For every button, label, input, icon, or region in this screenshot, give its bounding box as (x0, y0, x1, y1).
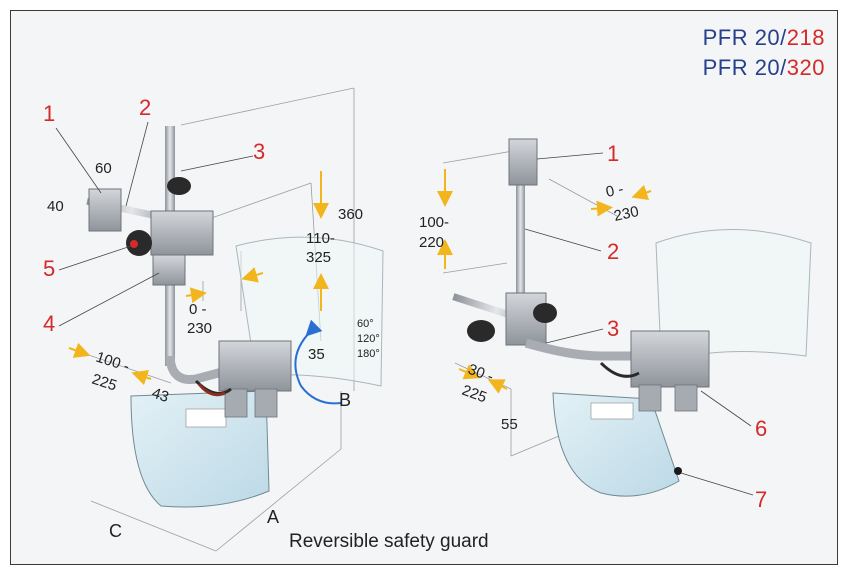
clamp-block (150, 210, 214, 256)
bent-rod (524, 338, 651, 361)
letter-c: C (109, 521, 122, 541)
caption: Reversible safety guard (289, 531, 489, 552)
model-line-1: PFR 20/218 (703, 25, 825, 51)
right-assembly: 1 2 3 6 7 100- 220 0 - 230 30 - 225 55 (419, 138, 812, 512)
dim-35: 35 (308, 346, 325, 363)
model-series: PFR 20/ (702, 25, 787, 50)
dim-225: 225 (460, 382, 489, 407)
black-knob (533, 303, 557, 323)
safety-guard-shield (552, 392, 680, 497)
safety-guard-shield (130, 390, 270, 508)
callout-3: 3 (607, 316, 619, 341)
callout-4: 4 (43, 311, 55, 336)
vertical-rod (516, 151, 525, 341)
rotation-arrow (294, 319, 342, 405)
hinge-bracket (674, 384, 698, 412)
dim-55: 55 (501, 416, 518, 433)
dim-360: 360 (338, 206, 363, 223)
dim-40: 40 (47, 198, 64, 215)
callout-5: 5 (43, 256, 55, 281)
bent-rod (165, 355, 228, 384)
dim-100: 100- (419, 214, 449, 231)
safety-guard-shield-alt-position (655, 229, 812, 357)
diagram-frame: PFR 20/218 PFR 20/320 (10, 10, 838, 565)
mounting-bracket (88, 188, 122, 232)
callout-1: 1 (43, 101, 55, 126)
hinge-block (630, 330, 710, 388)
product-drawing: 1 2 3 4 5 60 40 360 110- 325 0 - 230 100… (43, 87, 812, 552)
hinge-block (218, 340, 292, 392)
angle-60: 60° (357, 318, 374, 330)
letter-a: A (267, 507, 279, 527)
hinge-bracket (638, 384, 662, 412)
hinge-bracket (224, 388, 248, 418)
model-number: 218 (786, 25, 825, 50)
dim-43: 43 (150, 385, 171, 406)
model-line-2: PFR 20/320 (703, 55, 825, 81)
dim-60: 60 (95, 160, 112, 177)
dim-225: 225 (90, 371, 119, 395)
clamp-block-lower (152, 254, 186, 286)
dim-0: 0 - (604, 181, 625, 201)
guard-label-plate (590, 402, 634, 420)
dim-0: 0 - (189, 301, 207, 318)
dim-230: 230 (612, 203, 640, 225)
red-knob (126, 230, 152, 256)
angle-120: 120° (357, 333, 380, 345)
hinge-bracket (254, 388, 278, 418)
callout-1: 1 (607, 141, 619, 166)
dim-30: 30 - (466, 361, 496, 386)
guard-label-plate (185, 408, 227, 428)
callout-7: 7 (755, 487, 767, 512)
mounting-bracket (508, 138, 538, 186)
cable (599, 361, 640, 378)
dim-325: 325 (306, 249, 331, 266)
black-dot (674, 467, 682, 475)
black-knob (467, 320, 495, 342)
cable-red (197, 383, 226, 397)
dim-230: 230 (187, 320, 212, 337)
left-assembly: 1 2 3 4 5 60 40 360 110- 325 0 - 230 100… (43, 87, 384, 552)
model-number: 320 (786, 55, 825, 80)
callout-6: 6 (755, 416, 767, 441)
red-dot (130, 240, 138, 248)
angle-180: 180° (357, 348, 380, 360)
black-knob-top (167, 177, 191, 195)
dim-110: 110- (306, 230, 335, 247)
dim-220: 220 (419, 234, 444, 251)
callout-2: 2 (139, 95, 151, 120)
model-series: PFR 20/ (702, 55, 787, 80)
callout-3: 3 (253, 139, 265, 164)
callout-2: 2 (607, 239, 619, 264)
letter-b: B (339, 390, 351, 410)
